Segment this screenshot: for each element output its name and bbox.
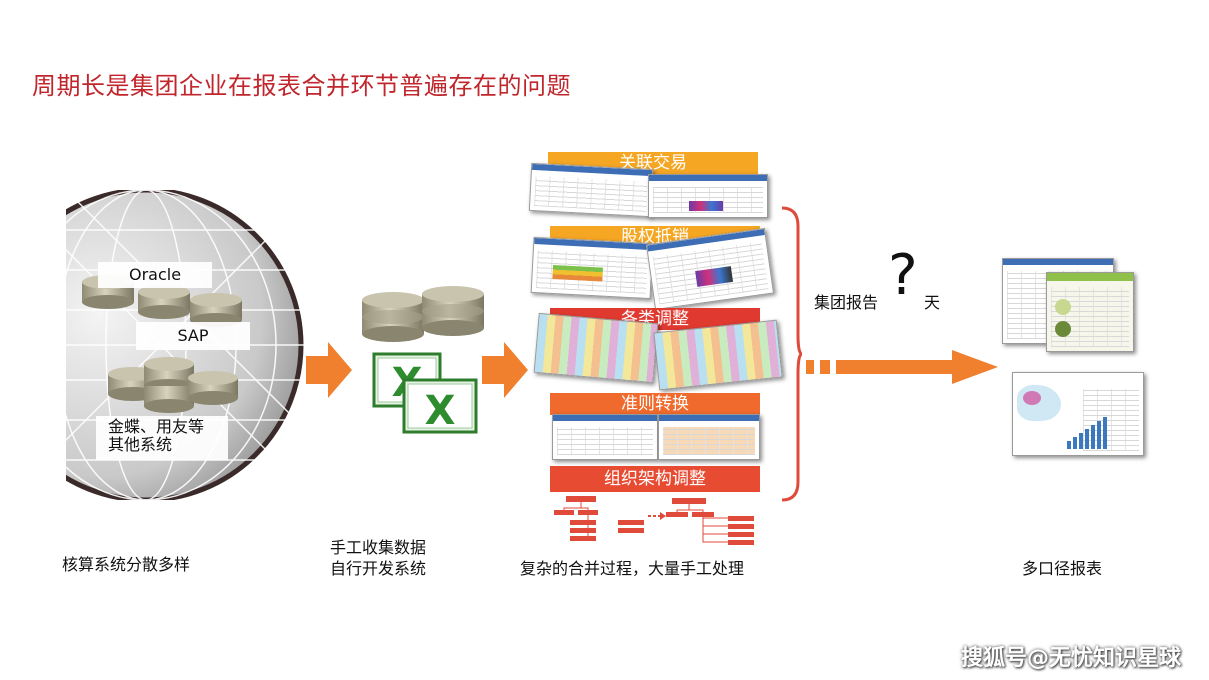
excel-icons: X X	[372, 352, 478, 434]
database-icon	[362, 292, 424, 342]
report-unit: 天	[924, 293, 941, 312]
report-question-mark: ?	[888, 243, 918, 308]
screenshot-thumbnail	[653, 319, 783, 391]
screenshot-thumbnail	[648, 174, 768, 218]
caption-manual-line1: 手工收集数据	[330, 538, 427, 557]
process-step-4: 准则转换	[550, 393, 760, 459]
svg-text:X: X	[425, 388, 456, 434]
database-icon	[422, 286, 484, 336]
caption-multi-reports: 多口径报表	[1022, 559, 1103, 578]
other-systems-line1: 金蝶、用友等	[108, 417, 205, 436]
database-icons-group	[82, 275, 242, 413]
database-icon	[138, 285, 190, 319]
oracle-label: Oracle	[98, 262, 212, 288]
screenshot-thumbnail	[528, 162, 654, 218]
database-icon	[144, 357, 194, 413]
manual-database-icons	[362, 286, 484, 342]
flow-arrow-1-icon	[306, 342, 352, 398]
screenshot-thumbnail	[530, 236, 654, 300]
database-icon	[188, 371, 238, 405]
report-thumbnail	[1046, 272, 1134, 352]
screenshot-thumbnail	[533, 312, 659, 384]
org-chart-icon	[554, 496, 754, 545]
watermark: 搜狐号@无忧知识星球	[960, 646, 1181, 671]
report-thumbnail	[1012, 372, 1144, 456]
excel-icon: X	[402, 378, 478, 434]
page-title: 周期长是集团企业在报表合并环节普遍存在的问题	[32, 72, 571, 100]
screenshot-thumbnail	[552, 414, 658, 460]
other-systems-line2: 其他系统	[108, 435, 173, 454]
flow-arrow-2-icon	[482, 342, 528, 398]
output-arrow-icon	[806, 350, 998, 384]
process-step-5: 组织架构调整	[550, 466, 760, 494]
process-step-banner: 组织架构调整	[550, 466, 760, 492]
bracket-icon	[781, 206, 803, 502]
process-step-banner: 准则转换	[550, 393, 760, 415]
other-systems-label: 金蝶、用友等 其他系统	[96, 416, 228, 460]
caption-consolidation-process: 复杂的合并过程，大量手工处理	[520, 559, 745, 578]
caption-accounting-systems: 核算系统分散多样	[62, 555, 191, 574]
caption-manual-line2: 自行开发系统	[330, 559, 427, 578]
screenshot-thumbnail	[658, 414, 760, 460]
caption-manual-collection: 手工收集数据 自行开发系统	[330, 537, 426, 579]
sap-label: SAP	[136, 322, 250, 350]
report-label: 集团报告	[814, 293, 879, 312]
report-days: 集团报告 ? 天	[814, 244, 954, 318]
